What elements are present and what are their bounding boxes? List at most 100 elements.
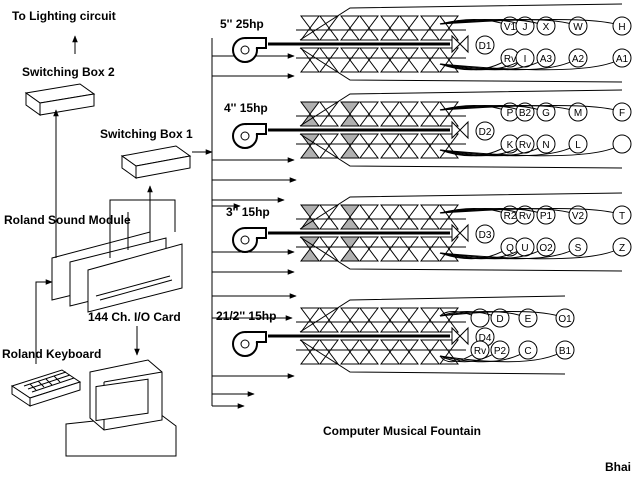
nozzle-node: [470, 340, 490, 360]
valve-icon: [336, 204, 386, 230]
roland-keyboard: [10, 369, 82, 407]
nozzle-label: R2: [504, 211, 517, 222]
nozzle-label: Rv: [519, 140, 531, 151]
valve-icon: [296, 339, 346, 365]
author-label: Bhai: [605, 460, 631, 474]
nozzle-node: [612, 237, 632, 257]
nozzle-label: W: [573, 22, 583, 33]
nozzle-node: [612, 205, 632, 225]
nozzle-label: B1: [559, 346, 572, 357]
nozzle-label: H: [618, 22, 625, 33]
valve-icon: [296, 101, 346, 127]
io-card-label: 144 Ch. I/O Card: [88, 310, 181, 324]
valve-icon: [296, 15, 346, 41]
keyboard-to-module-line: [35, 279, 53, 364]
nozzle-label: A3: [540, 54, 553, 65]
nozzle-label: A1: [616, 54, 629, 65]
valve-icon: [416, 15, 466, 41]
nozzle-node: [568, 237, 588, 257]
pump-label: 5'' 25hp: [220, 17, 264, 31]
nozzle-label: A2: [572, 54, 585, 65]
nozzle-node: [555, 308, 575, 328]
valve-icon: [376, 47, 426, 73]
nozzle-node: [568, 16, 588, 36]
nozzle-label: M: [574, 108, 582, 119]
nozzle-node: [612, 48, 632, 68]
valve-icon: [416, 204, 466, 230]
valve-icon: [296, 236, 346, 262]
nozzle-label: L: [575, 140, 581, 151]
nozzle-label: E: [525, 314, 532, 325]
valve-icon: [376, 133, 426, 159]
nozzle-label: Z: [619, 243, 625, 254]
nozzle-node: [518, 340, 538, 360]
nozzle-label: Rv: [504, 54, 516, 65]
switching-box-2: [24, 83, 96, 116]
switching-box-2-label: Switching Box 2: [22, 65, 115, 79]
nozzle-label: P2: [494, 346, 507, 357]
valve-icon: [336, 307, 386, 333]
valve-icon: [336, 101, 386, 127]
pump-icon: [232, 331, 267, 357]
sound-module-label: Roland Sound Module: [4, 213, 131, 227]
nozzle-node: [612, 16, 632, 36]
nozzle-node: [490, 340, 510, 360]
nozzle-node: [568, 102, 588, 122]
valve-icon: [416, 101, 466, 127]
nozzle-label: S: [575, 243, 582, 254]
drain-label: D1: [479, 41, 492, 52]
nozzle-node: [536, 237, 556, 257]
sound-module-cards: [51, 231, 183, 313]
nozzle-label: P1: [540, 211, 553, 222]
nozzle-node: [612, 134, 632, 154]
nozzle-label: O2: [539, 243, 553, 254]
drain-label: D4: [479, 333, 492, 344]
valve-icon: [296, 47, 346, 73]
valve-icon: [336, 47, 386, 73]
pump-icon: [232, 227, 267, 253]
pump-label: 3'' 15hp: [226, 205, 270, 219]
valve-icon: [336, 339, 386, 365]
nozzle-label: B2: [519, 108, 532, 119]
valve-icon: [336, 236, 386, 262]
module-loop-line: [109, 199, 176, 258]
drain-label: D3: [479, 230, 492, 241]
valve-icon: [296, 307, 346, 333]
switching-box-1: [120, 145, 192, 179]
nozzle-label: J: [523, 22, 528, 33]
nozzle-label: D: [496, 314, 503, 325]
pump-icon: [232, 37, 267, 63]
keyboard-label: Roland Keyboard: [2, 347, 101, 361]
valve-icon: [376, 204, 426, 230]
nozzle-node: [536, 134, 556, 154]
nozzle-label: O1: [558, 314, 572, 325]
nozzle-label: U: [521, 243, 528, 254]
nozzle-label: P: [507, 108, 514, 119]
nozzle-node: [555, 340, 575, 360]
nozzle-label: F: [619, 108, 625, 119]
pump-icon: [232, 123, 267, 149]
computer: [65, 359, 177, 457]
valve-icon: [376, 339, 426, 365]
nozzle-node: [568, 205, 588, 225]
valve-icon: [376, 101, 426, 127]
nozzle-label: Rv: [519, 211, 531, 222]
drain-valve-icon: [451, 120, 469, 140]
nozzle-node: [536, 48, 556, 68]
valve-icon: [376, 236, 426, 262]
nozzle-node: [536, 102, 556, 122]
nozzle-node: [536, 205, 556, 225]
nozzle-label: V2: [572, 211, 585, 222]
nozzle-label: N: [542, 140, 549, 151]
valve-icon: [376, 15, 426, 41]
valve-icon: [336, 15, 386, 41]
valve-icon: [336, 133, 386, 159]
nozzle-node: [568, 134, 588, 154]
nozzle-label: C: [524, 346, 531, 357]
